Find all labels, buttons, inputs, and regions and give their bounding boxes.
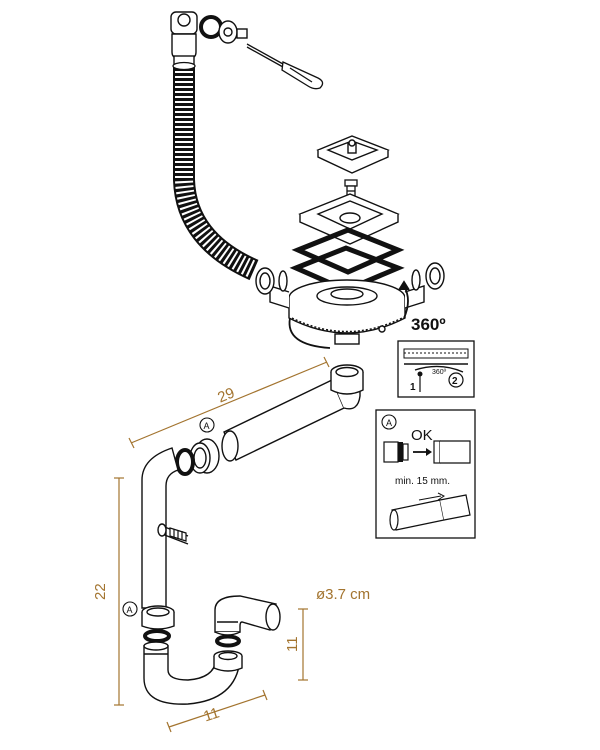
bend-nut: [330, 364, 364, 395]
overflow-cap: [218, 20, 248, 44]
hose-connector: [169, 527, 187, 542]
rotation-inset: [397, 340, 475, 398]
rotation-label: 360º: [411, 315, 446, 334]
dimension-line-trap-height: [298, 608, 308, 681]
side-nut-left: [255, 267, 288, 295]
diameter-label: ø3.7 cm: [316, 586, 370, 603]
rotation-arrow: [288, 280, 410, 349]
trap-ring-left: [143, 629, 171, 643]
callout-a-top-label: A: [204, 421, 210, 431]
overflow-ring: [199, 15, 223, 39]
min-length-label: min. 15 mm.: [395, 476, 450, 487]
callout-a-bottom-label: A: [127, 605, 133, 615]
dimension-line-29: [128, 356, 330, 449]
inset-rotation-label: 360º: [432, 369, 447, 376]
joint-nut-a: [189, 438, 220, 474]
callout-detail-box: [375, 409, 476, 539]
strainer-grate: [316, 135, 390, 174]
side-nut-right: [411, 262, 445, 291]
dimension-29-label: 29: [215, 384, 237, 406]
step-two-label: 2: [452, 376, 458, 387]
dimension-22-label: 22: [92, 583, 109, 600]
dimension-line-trap-width: [166, 689, 268, 733]
step-one-label: 1: [410, 382, 416, 393]
trap-height-label: 11: [284, 636, 301, 652]
drain-body: [269, 279, 425, 345]
ok-label: OK: [411, 427, 433, 444]
trap-width-label: 11: [202, 704, 222, 725]
trap-elbow: [214, 595, 281, 636]
trap-ring-right: [215, 634, 241, 648]
callout-a-bottom: [122, 601, 138, 617]
callout-a-top: [199, 417, 215, 433]
trap-nut-left: [141, 605, 175, 630]
screwdriver-icon: [246, 43, 324, 90]
flat-gasket: [291, 227, 405, 275]
callout-letter-box: A: [386, 418, 392, 428]
trap-nut-right: [213, 650, 243, 672]
joint-ring-a: [175, 448, 195, 476]
corrugated-hose: [172, 61, 259, 281]
strainer-flange: [298, 193, 400, 245]
overflow-elbow: [170, 11, 198, 67]
dimension-line-22: [114, 477, 124, 706]
